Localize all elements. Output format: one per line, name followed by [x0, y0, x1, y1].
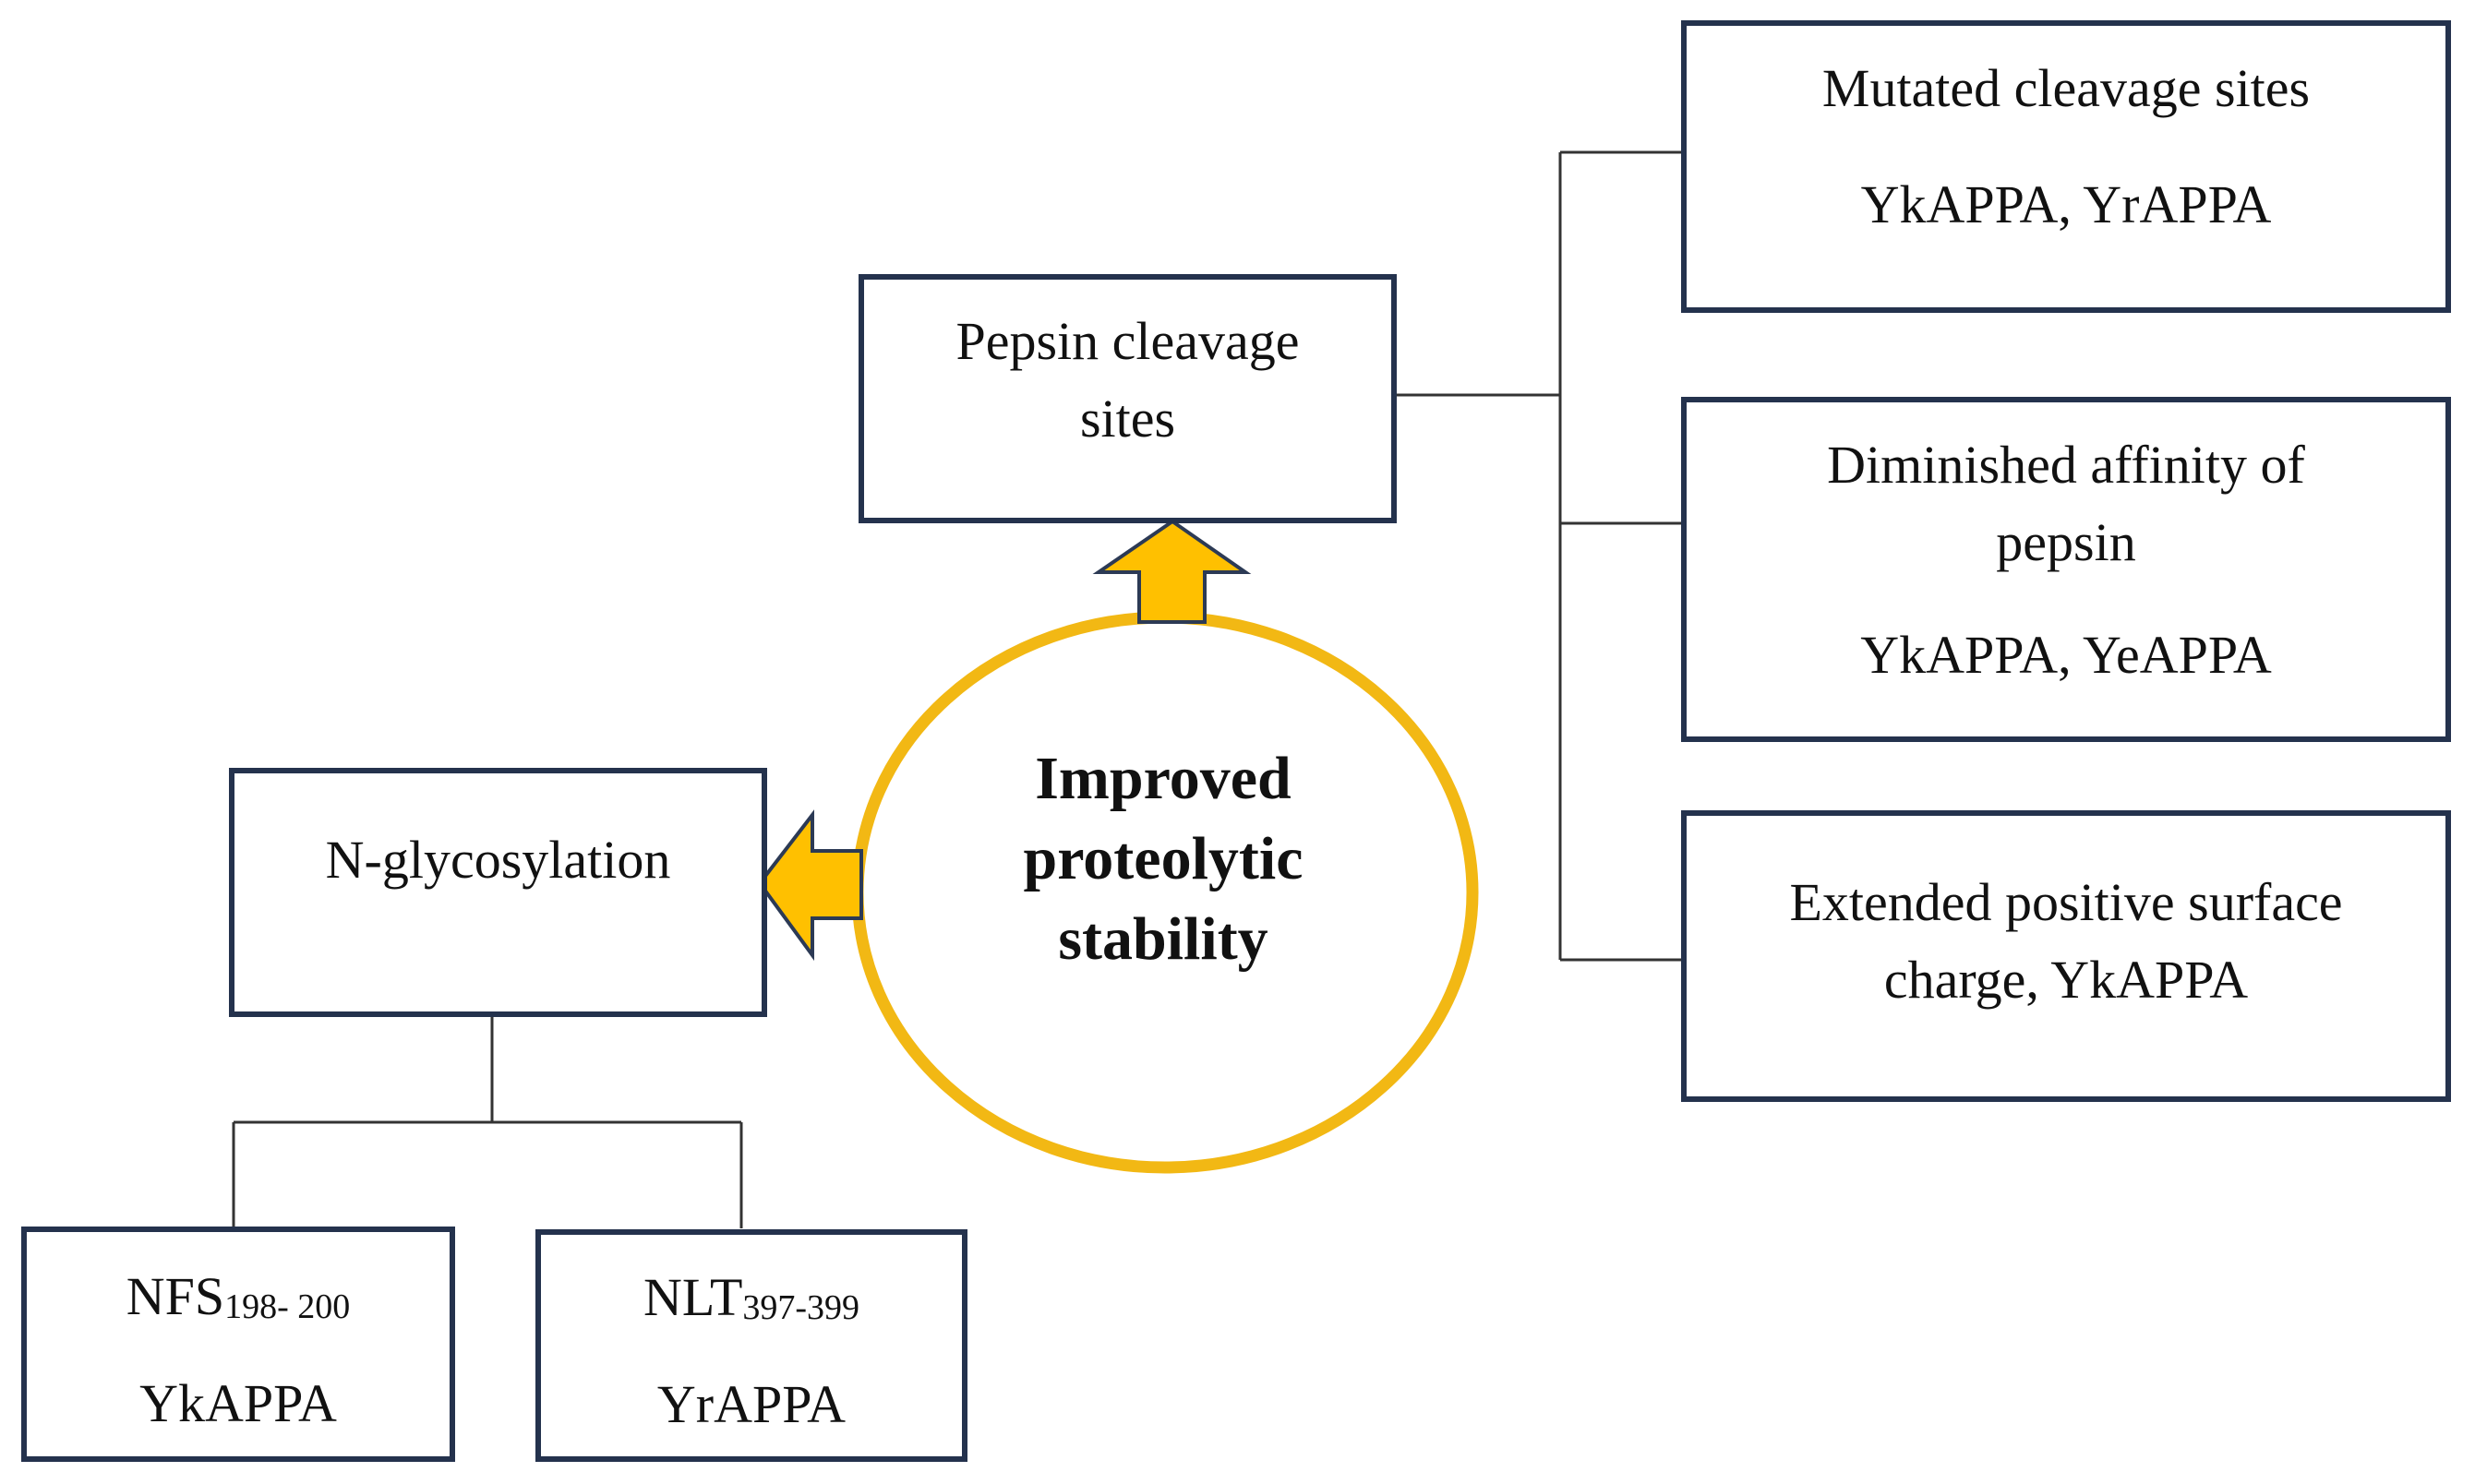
center-line-1: Improved — [1035, 745, 1292, 812]
nfs-motif-line: NFS198- 200 — [27, 1258, 450, 1335]
n-glycosylation-box: N-glycosylation — [229, 768, 767, 1017]
nlt-motif-line: NLT397-399 — [541, 1259, 962, 1336]
nfs-range: 198- 200 — [224, 1287, 351, 1326]
center-line-3: stability — [1058, 905, 1268, 974]
extended-line-2: charge, YkAPPA — [1883, 950, 2249, 1011]
nlt-motif: NLT — [643, 1267, 743, 1327]
mutated-cleavage-box: Mutated cleavage sites YkAPPA, YrAPPA — [1681, 20, 2451, 313]
diminished-line-1: Diminished affinity of — [1827, 435, 2305, 495]
nlt-strain: YrAPPA — [656, 1374, 847, 1435]
right-connector-lines — [1397, 150, 1683, 962]
diminished-affinity-box: Diminished affinity of pepsin YkAPPA, Ye… — [1681, 397, 2451, 742]
center-label: Improved proteolytic stability — [942, 738, 1385, 979]
mutated-strains: YkAPPA, YrAPPA — [1860, 174, 2272, 235]
bottom-connector-lines — [232, 1016, 743, 1228]
n-glycosylation-title: N-glycosylation — [325, 830, 671, 890]
left-arrow-icon — [757, 809, 863, 962]
nlt-site-box: NLT397-399 YrAPPA — [535, 1229, 967, 1462]
pepsin-cleavage-box: Pepsin cleavage sites — [859, 274, 1397, 523]
extended-line-1: Extended positive surface — [1789, 872, 2343, 932]
up-arrow-icon — [1092, 519, 1252, 624]
mutated-title: Mutated cleavage sites — [1821, 58, 2311, 118]
nfs-site-box: NFS198- 200 YkAPPA — [21, 1227, 455, 1462]
nfs-motif: NFS — [126, 1266, 225, 1326]
extended-charge-box: Extended positive surface charge, YkAPPA — [1681, 810, 2451, 1102]
nfs-strain: YkAPPA — [139, 1373, 337, 1434]
nlt-range: 397-399 — [742, 1288, 860, 1327]
pepsin-line-2: sites — [1079, 389, 1176, 449]
diminished-strains: YkAPPA, YeAPPA — [1860, 625, 2272, 686]
center-line-2: proteolytic — [1023, 825, 1304, 893]
diminished-line-2: pepsin — [1996, 512, 2136, 573]
pepsin-line-1: Pepsin cleavage — [955, 311, 1300, 371]
